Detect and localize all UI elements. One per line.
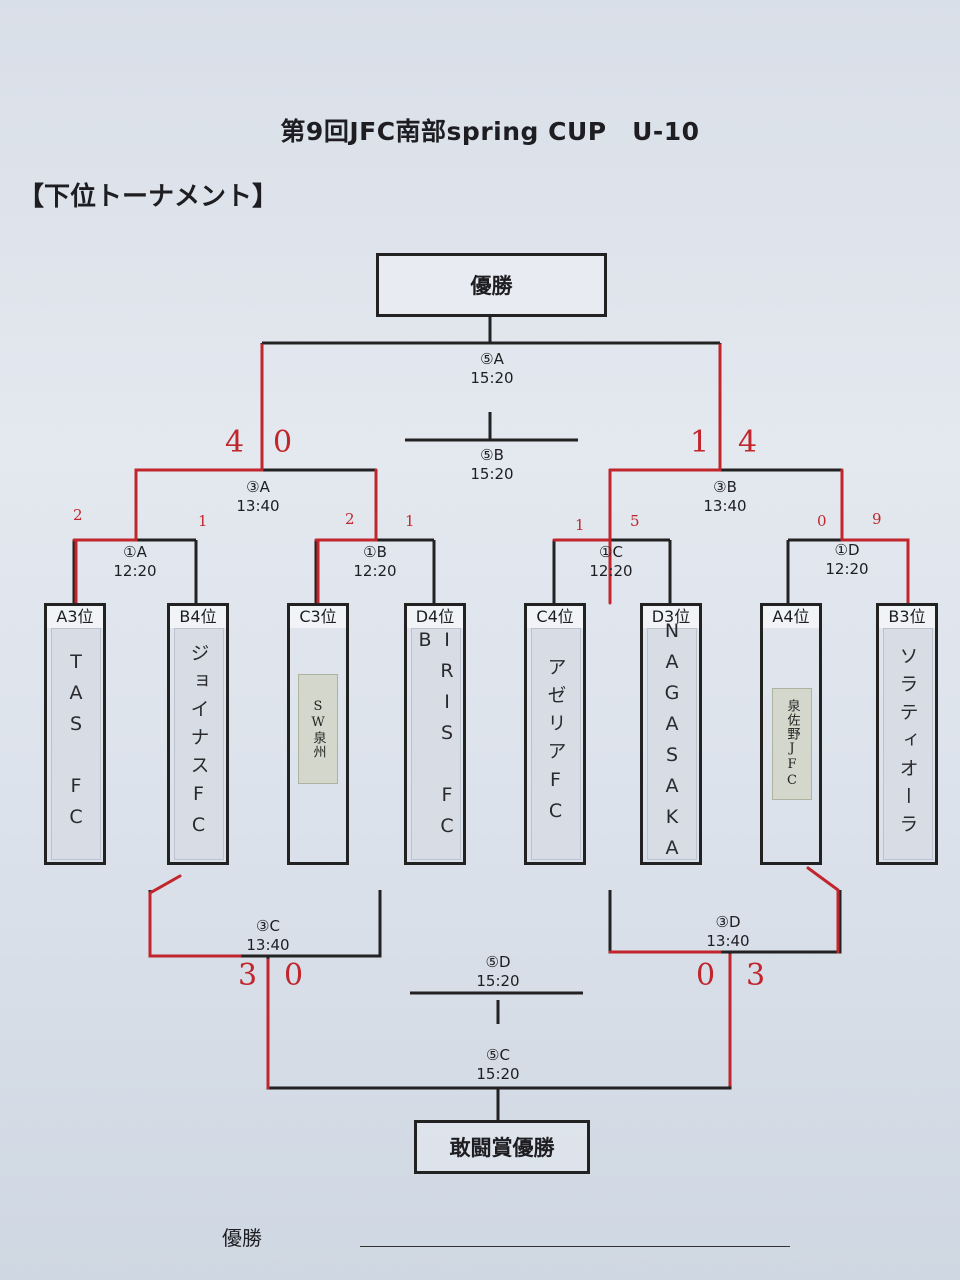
team-seed: D3位 xyxy=(643,606,699,628)
match-5a-time: 15:20 xyxy=(470,369,514,387)
match-1d-id: ①D xyxy=(834,541,860,559)
score-1c-right: 5 xyxy=(630,512,640,530)
match-5d-id: ⑤D xyxy=(485,953,511,971)
match-5c-time: 15:20 xyxy=(476,1065,520,1083)
bracket-subtitle: 【下位トーナメント】 xyxy=(18,182,279,212)
team-name-card: ソラティオーラ xyxy=(883,628,933,860)
match-3a-id: ③A xyxy=(246,478,270,496)
team-name: NAGASAKA xyxy=(661,620,683,868)
match-3a-time: 13:40 xyxy=(236,497,280,515)
score-3a-right: 0 xyxy=(273,425,293,460)
team-name-card: IRIS FC B xyxy=(411,628,461,860)
score-lower-right-a: 0 xyxy=(696,958,716,993)
team-seed: A3位 xyxy=(47,606,103,628)
team-seed: B3位 xyxy=(879,606,935,628)
score-lower-left-a: 3 xyxy=(238,958,258,993)
match-1c-id: ①C xyxy=(599,543,623,561)
match-3d-time: 13:40 xyxy=(706,932,750,950)
page-title: 第9回JFC南部spring CUP U-10 xyxy=(280,117,700,146)
score-1a-right: 1 xyxy=(198,512,208,530)
team-name-card: TAS FC xyxy=(51,628,101,860)
team-name-tag: 泉佐野JFC xyxy=(772,688,812,800)
team-slot-a4: A4位泉佐野JFC xyxy=(760,603,822,865)
team-name-tag: SW泉州 xyxy=(298,674,338,784)
consolation-box: 敢闘賞優勝 xyxy=(414,1120,590,1174)
champion-box: 優勝 xyxy=(376,253,607,317)
score-lower-right-b: 3 xyxy=(746,958,766,993)
score-1a-left: 2 xyxy=(73,506,83,524)
team-seed: C3位 xyxy=(290,606,346,628)
team-seed: B4位 xyxy=(170,606,226,628)
team-slot-c4: C4位アゼリアFC xyxy=(524,603,586,865)
team-name: IRIS FC B xyxy=(414,629,458,846)
score-1b-left: 2 xyxy=(345,510,355,528)
team-name-card: NAGASAKA xyxy=(647,620,697,868)
match-5b-id: ⑤B xyxy=(480,446,504,464)
score-3a-left: 4 xyxy=(225,425,245,460)
team-slot-c3: C3位 SW泉州 xyxy=(287,603,349,865)
match-5c-id: ⑤C xyxy=(486,1046,510,1064)
team-name-card: アゼリアFC xyxy=(531,628,581,860)
team-seed: A4位 xyxy=(763,606,819,628)
score-1d-right: 9 xyxy=(872,510,882,528)
score-lower-left-b: 0 xyxy=(284,958,304,993)
match-5b-time: 15:20 xyxy=(470,465,514,483)
match-3c-time: 13:40 xyxy=(246,936,290,954)
match-5a-id: ⑤A xyxy=(480,350,504,368)
match-3b-id: ③B xyxy=(713,478,737,496)
score-1c-left: 1 xyxy=(575,516,585,534)
match-1b-id: ①B xyxy=(363,543,387,561)
team-slot-a3: A3位 TAS FC xyxy=(44,603,106,865)
match-3d-id: ③D xyxy=(715,913,741,931)
team-seed: C4位 xyxy=(527,606,583,628)
score-1d-left: 0 xyxy=(817,512,827,530)
team-seed: D4位 xyxy=(407,606,463,628)
team-slot-b4: B4位ジョイナスFC xyxy=(167,603,229,865)
team-name: 泉佐野JFC xyxy=(784,699,800,789)
match-5d-time: 15:20 xyxy=(476,972,520,990)
footer-write-line xyxy=(360,1246,790,1247)
team-name-card: ジョイナスFC xyxy=(174,628,224,860)
match-3b-time: 13:40 xyxy=(703,497,747,515)
team-slot-b3: B3位ソラティオーラ xyxy=(876,603,938,865)
score-3b-right: 4 xyxy=(738,425,758,460)
footer-champion-label: 優勝 xyxy=(222,1226,262,1250)
score-1b-right: 1 xyxy=(405,512,415,530)
match-1b-time: 12:20 xyxy=(353,562,397,580)
score-3b-left: 1 xyxy=(690,425,710,460)
match-1a-id: ①A xyxy=(123,543,147,561)
team-name: SW泉州 xyxy=(310,699,326,759)
match-1d-time: 12:20 xyxy=(825,560,869,578)
team-name: ジョイナスFC xyxy=(187,643,210,845)
team-name: アゼリアFC xyxy=(544,657,567,831)
team-name: ソラティオーラ xyxy=(896,646,919,842)
match-1c-time: 12:20 xyxy=(589,562,633,580)
match-1a-time: 12:20 xyxy=(113,562,157,580)
team-name: TAS FC xyxy=(65,651,87,837)
match-3c-id: ③C xyxy=(256,917,280,935)
